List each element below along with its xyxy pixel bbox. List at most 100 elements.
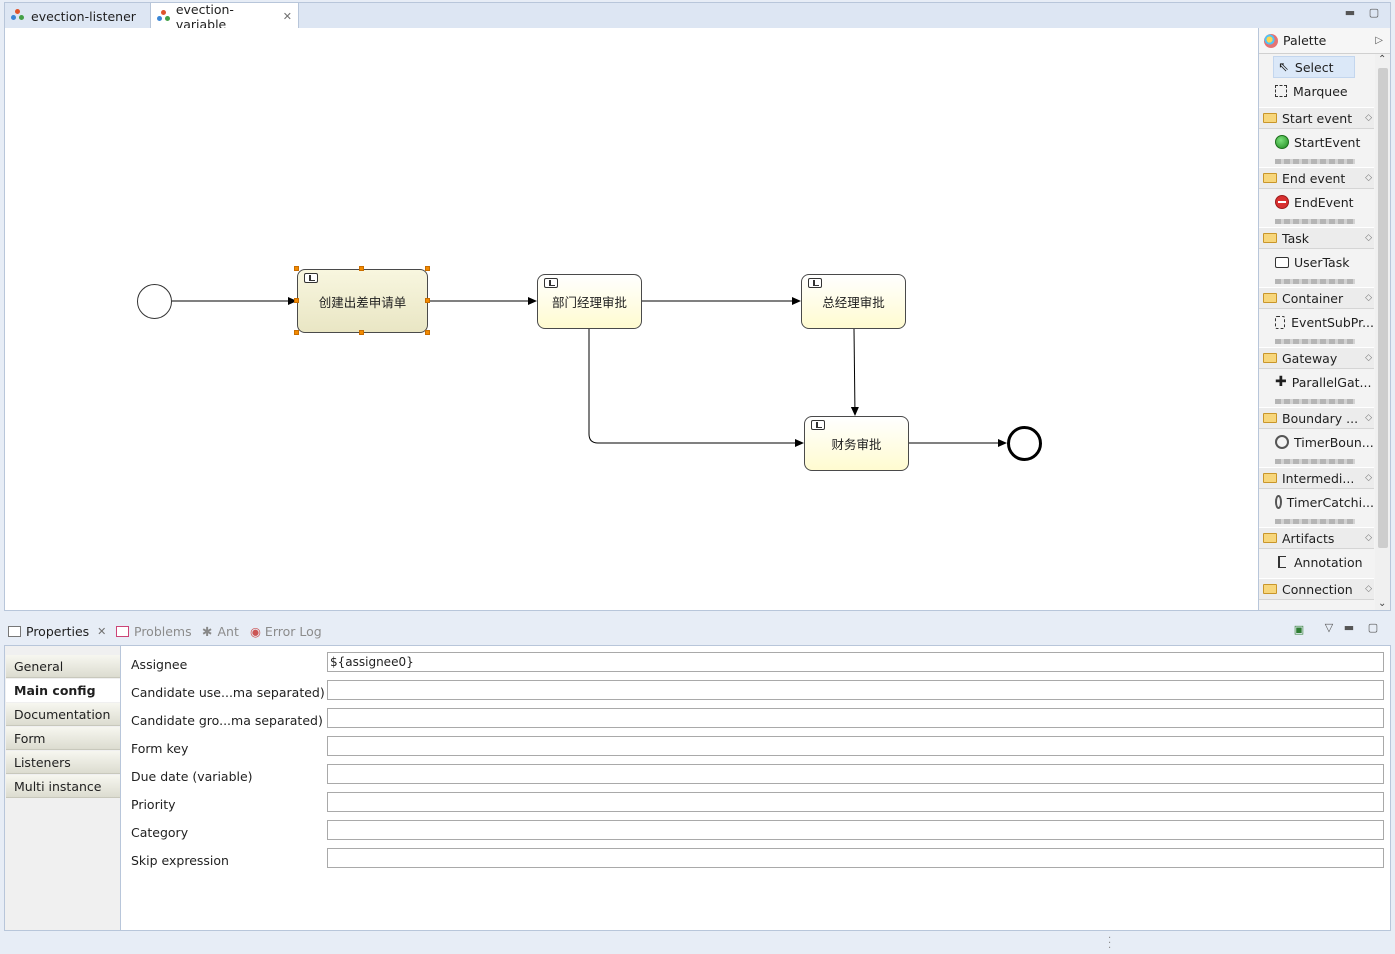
drawer-task[interactable]: Task ◇: [1259, 227, 1374, 249]
user-task-icon: [544, 278, 558, 288]
section-main-config[interactable]: Main config: [6, 679, 120, 702]
form-key-field[interactable]: [327, 736, 1384, 756]
palette-entry-event-subprocess[interactable]: EventSubPr...: [1259, 311, 1374, 333]
candidate-users-field[interactable]: [327, 680, 1384, 700]
pin-icon[interactable]: ◇: [1365, 173, 1372, 183]
tab-label: evection-variable: [175, 1, 234, 32]
palette-icon: [1264, 33, 1278, 48]
pin-icon[interactable]: ◇: [1365, 413, 1372, 423]
category-label: Category: [131, 825, 189, 840]
selection-handle[interactable]: [294, 266, 299, 271]
drawer-connection[interactable]: Connection ◇: [1259, 578, 1374, 600]
palette-entry-end-event[interactable]: EndEvent: [1259, 191, 1374, 213]
flow-dept-to-finance[interactable]: [588, 329, 804, 447]
error-log-icon: ◉: [250, 623, 261, 639]
properties-panel: General Main config Documentation Form L…: [4, 645, 1391, 931]
pin-icon[interactable]: ◇: [1365, 533, 1372, 543]
section-documentation[interactable]: Documentation: [6, 703, 120, 726]
scroll-up-icon[interactable]: ⌃: [1378, 54, 1387, 65]
tab-evection-variable[interactable]: evection-variable ✕: [150, 1, 299, 32]
tab-evection-listener[interactable]: evection-listener: [5, 3, 150, 29]
timer-icon: [1275, 495, 1282, 509]
user-task-finance-approval[interactable]: 财务审批: [804, 416, 909, 471]
user-task-dept-manager-approval[interactable]: 部门经理审批: [537, 274, 642, 329]
drawer-intermediate-event[interactable]: Intermedi... ◇: [1259, 467, 1374, 489]
properties-icon: [8, 625, 21, 637]
candidate-groups-label: Candidate gro...ma separated): [131, 713, 323, 728]
selection-handle[interactable]: [425, 330, 430, 335]
selection-handle[interactable]: [294, 298, 299, 303]
folder-icon: [1263, 113, 1277, 123]
pin-icon[interactable]: ◇: [1365, 473, 1372, 483]
priority-field[interactable]: [327, 792, 1384, 812]
user-task-icon: [1275, 256, 1289, 268]
minimize-icon[interactable]: ▬: [1343, 621, 1355, 634]
parallel-gateway-icon: ✚: [1275, 374, 1287, 390]
folder-icon: [1263, 473, 1277, 483]
cursor-arrow-icon: ⇖: [1278, 59, 1289, 75]
category-field[interactable]: [327, 820, 1384, 840]
drawer-end-event[interactable]: End event ◇: [1259, 167, 1374, 189]
tool-marquee[interactable]: Marquee: [1259, 80, 1374, 102]
section-listeners[interactable]: Listeners: [6, 751, 120, 774]
palette-header[interactable]: Palette ▷: [1259, 28, 1390, 54]
selection-handle[interactable]: [425, 266, 430, 271]
drawer-gateway[interactable]: Gateway ◇: [1259, 347, 1374, 369]
tab-properties[interactable]: Properties ✕: [8, 619, 106, 643]
pin-icon[interactable]: ◇: [1365, 293, 1372, 303]
palette-entry-start-event[interactable]: StartEvent: [1259, 131, 1374, 153]
assignee-field[interactable]: [327, 652, 1384, 672]
minimize-icon[interactable]: ▬: [1344, 6, 1356, 19]
task-label: 部门经理审批: [551, 295, 627, 310]
tab-label: evection-listener: [31, 8, 136, 24]
close-icon[interactable]: ✕: [97, 624, 107, 638]
selection-handle[interactable]: [294, 330, 299, 335]
tab-problems[interactable]: Problems: [116, 619, 192, 643]
drawer-start-event[interactable]: Start event ◇: [1259, 107, 1374, 129]
selection-handle[interactable]: [359, 266, 364, 271]
drawer-container[interactable]: Container ◇: [1259, 287, 1374, 309]
selection-handle[interactable]: [425, 298, 430, 303]
section-multi-instance[interactable]: Multi instance: [6, 775, 120, 798]
pin-icon[interactable]: ◇: [1365, 113, 1372, 123]
candidate-groups-field[interactable]: [327, 708, 1384, 728]
maximize-icon[interactable]: ▢: [1368, 6, 1380, 19]
drawer-artifacts[interactable]: Artifacts ◇: [1259, 527, 1374, 549]
collapse-palette-icon[interactable]: ▷: [1375, 35, 1383, 46]
pin-icon[interactable]: ◇: [1365, 584, 1372, 594]
selection-handle[interactable]: [359, 330, 364, 335]
scrollbar-thumb[interactable]: [1378, 68, 1388, 548]
pin-icon[interactable]: ◇: [1365, 353, 1372, 363]
user-task-general-manager-approval[interactable]: 总经理审批: [801, 274, 906, 329]
folder-icon: [1263, 584, 1277, 594]
view-menu-icon[interactable]: ▽: [1324, 621, 1334, 634]
palette-entry-timer-boundary[interactable]: TimerBoun...: [1259, 431, 1374, 453]
tool-select[interactable]: ⇖ Select: [1273, 56, 1355, 78]
tab-error-log[interactable]: ◉ Error Log: [250, 623, 322, 639]
status-bar-grip-icon[interactable]: ···: [1108, 933, 1112, 954]
start-event[interactable]: [137, 284, 172, 319]
due-date-field[interactable]: [327, 764, 1384, 784]
pin-icon[interactable]: ◇: [1365, 233, 1372, 243]
section-general[interactable]: General: [6, 655, 120, 678]
section-form[interactable]: Form: [6, 727, 120, 750]
user-task-create-application[interactable]: 创建出差申请单: [297, 269, 428, 333]
pin-editor-icon[interactable]: ▣: [1293, 623, 1305, 636]
palette-entry-user-task[interactable]: UserTask: [1259, 251, 1374, 273]
palette-entry-timer-catching[interactable]: TimerCatchi...: [1259, 491, 1374, 513]
flow-gm-to-finance[interactable]: [850, 328, 859, 416]
palette-scrollbar[interactable]: ⌃ ⌄: [1375, 54, 1390, 610]
palette-entry-parallel-gateway[interactable]: ✚ ParallelGat...: [1275, 374, 1372, 390]
scroll-down-icon[interactable]: ⌄: [1378, 598, 1387, 609]
hidden-entry: [1275, 279, 1355, 284]
palette-entry-annotation[interactable]: Annotation: [1259, 551, 1374, 573]
maximize-icon[interactable]: ▢: [1367, 621, 1379, 634]
folder-icon: [1263, 353, 1277, 363]
end-event[interactable]: [1007, 426, 1042, 461]
status-bar: ···: [0, 932, 1395, 954]
diagram-canvas[interactable]: 创建出差申请单 部门经理审批 总经理审批 财务审批: [4, 28, 1258, 611]
drawer-boundary-event[interactable]: Boundary ... ◇: [1259, 407, 1374, 429]
tab-ant[interactable]: ✱ Ant: [202, 623, 239, 639]
close-icon[interactable]: ✕: [282, 10, 292, 23]
skip-expression-field[interactable]: [327, 848, 1384, 868]
